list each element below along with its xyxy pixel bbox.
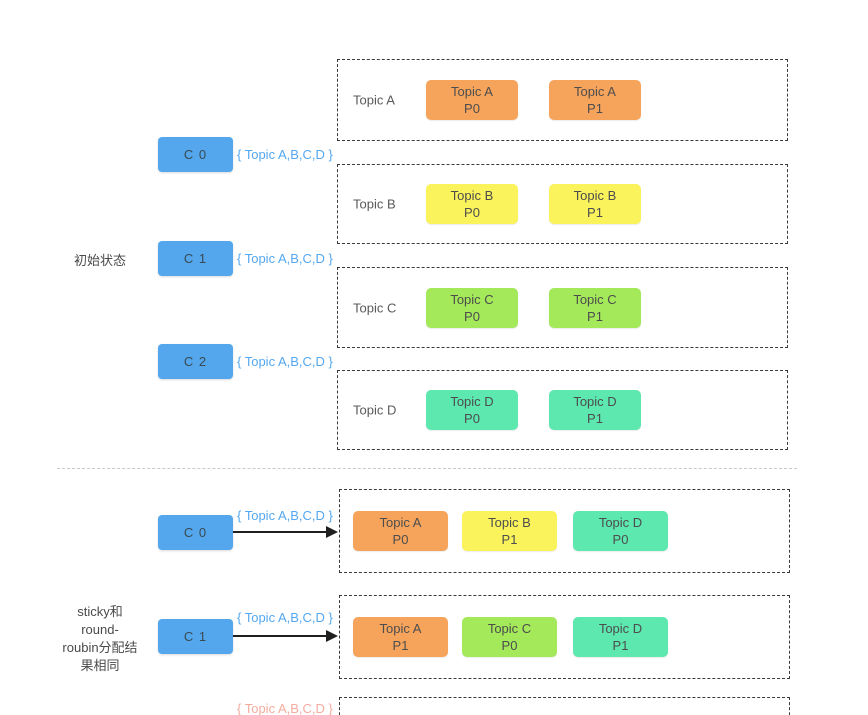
partition-id: P1 bbox=[587, 205, 603, 220]
partition-box-topic-a-p1: Topic A P1 bbox=[353, 617, 448, 657]
partition-topic: Topic A bbox=[379, 515, 422, 530]
result-label-line: round- bbox=[81, 622, 119, 637]
result-consumer-box-c1: C 1 bbox=[158, 619, 233, 654]
topic-c-container: Topic C Topic C P0 Topic C P1 bbox=[337, 267, 788, 348]
partition-box-topic-d-p1: Topic D P1 bbox=[573, 617, 668, 657]
topic-d-container: Topic D Topic D P0 Topic D P1 bbox=[337, 370, 788, 450]
assignment-container-c0: Topic A P0 Topic B P1 Topic D P0 bbox=[339, 489, 790, 573]
partition-id: P1 bbox=[612, 638, 629, 653]
partition-id: P0 bbox=[464, 308, 480, 324]
partition-box-topic-c-p0: Topic C P0 bbox=[462, 617, 557, 657]
partition-box-topic-b-p1: Topic B P1 bbox=[549, 184, 641, 224]
partition-topic: Topic A bbox=[451, 84, 493, 99]
topic-a-container: Topic A Topic A P0 Topic A P1 bbox=[337, 59, 788, 141]
partition-topic: Topic A bbox=[574, 84, 616, 99]
assignment-arrow-c0 bbox=[233, 526, 338, 538]
partition-box-topic-d-p0: Topic D P0 bbox=[426, 390, 518, 430]
result-label-line: 果相同 bbox=[80, 658, 120, 673]
partition-box-topic-b-p1: Topic B P1 bbox=[462, 511, 557, 551]
partition-box-topic-b-p0: Topic B P0 bbox=[426, 184, 518, 224]
partition-topic: Topic B bbox=[573, 188, 617, 203]
topic-b-container: Topic B Topic B P0 Topic B P1 bbox=[337, 164, 788, 244]
partition-id: P0 bbox=[392, 532, 409, 547]
topic-d-name-label: Topic D bbox=[353, 402, 397, 418]
consumer-box-c2: C 2 bbox=[158, 344, 233, 379]
section-divider bbox=[57, 468, 797, 469]
partition-topic: Topic D bbox=[598, 515, 643, 530]
result-label-line: roubin分配结 bbox=[62, 640, 138, 655]
partition-box-topic-a-p0: Topic A P0 bbox=[426, 80, 518, 120]
result-label-line: sticky和 bbox=[77, 604, 123, 619]
topic-b-name-label: Topic B bbox=[353, 196, 396, 212]
partition-box-topic-a-p0: Topic A P0 bbox=[353, 511, 448, 551]
partition-box-topic-c-p0: Topic C P0 bbox=[426, 287, 518, 328]
partition-id: P0 bbox=[464, 101, 480, 116]
partition-id: P0 bbox=[612, 532, 629, 547]
partition-topic: Topic C bbox=[450, 291, 494, 307]
partition-id: P1 bbox=[501, 532, 518, 547]
assignment-arrow-c1 bbox=[233, 630, 338, 642]
partition-box-topic-c-p1: Topic C P1 bbox=[549, 287, 641, 328]
partition-box-topic-a-p1: Topic A P1 bbox=[549, 80, 641, 120]
partition-id: P1 bbox=[587, 411, 603, 426]
partition-box-topic-d-p0: Topic D P0 bbox=[573, 511, 668, 551]
subscription-label-c0: { Topic A,B,C,D } bbox=[237, 147, 333, 162]
partition-box-topic-d-p1: Topic D P1 bbox=[549, 390, 641, 430]
partition-topic: Topic B bbox=[450, 188, 494, 203]
partition-topic: Topic D bbox=[598, 621, 643, 636]
result-subscription-label-c0: { Topic A,B,C,D } bbox=[237, 508, 333, 523]
consumer-box-c1: C 1 bbox=[158, 241, 233, 276]
result-subscription-label-partial: { Topic A,B,C,D } bbox=[237, 701, 333, 715]
partition-topic: Topic C bbox=[487, 621, 532, 636]
result-consumer-box-c0: C 0 bbox=[158, 515, 233, 550]
consumer-box-c0: C 0 bbox=[158, 137, 233, 172]
partition-id: P0 bbox=[464, 205, 480, 220]
partition-id: P1 bbox=[587, 101, 603, 116]
topic-a-name-label: Topic A bbox=[353, 92, 395, 108]
partition-topic: Topic D bbox=[573, 394, 617, 409]
topic-c-name-label: Topic C bbox=[353, 300, 397, 315]
initial-state-label: 初始状态 bbox=[73, 253, 126, 268]
partition-id: P1 bbox=[392, 638, 409, 653]
partition-id: P1 bbox=[587, 308, 603, 324]
partition-topic: Topic D bbox=[450, 394, 494, 409]
assignment-container-c1: Topic A P1 Topic C P0 Topic D P1 bbox=[339, 595, 790, 679]
partition-topic: Topic B bbox=[488, 515, 531, 530]
subscription-label-c2: { Topic A,B,C,D } bbox=[237, 354, 333, 369]
partition-topic: Topic A bbox=[379, 621, 422, 636]
result-subscription-label-c1: { Topic A,B,C,D } bbox=[237, 610, 333, 625]
assignment-container-partial bbox=[339, 697, 790, 715]
partition-id: P0 bbox=[501, 638, 518, 653]
partition-id: P0 bbox=[464, 411, 480, 426]
subscription-label-c1: { Topic A,B,C,D } bbox=[237, 251, 333, 266]
result-label: sticky和 round- roubin分配结 果相同 bbox=[50, 603, 150, 675]
partition-topic: Topic C bbox=[573, 291, 617, 307]
